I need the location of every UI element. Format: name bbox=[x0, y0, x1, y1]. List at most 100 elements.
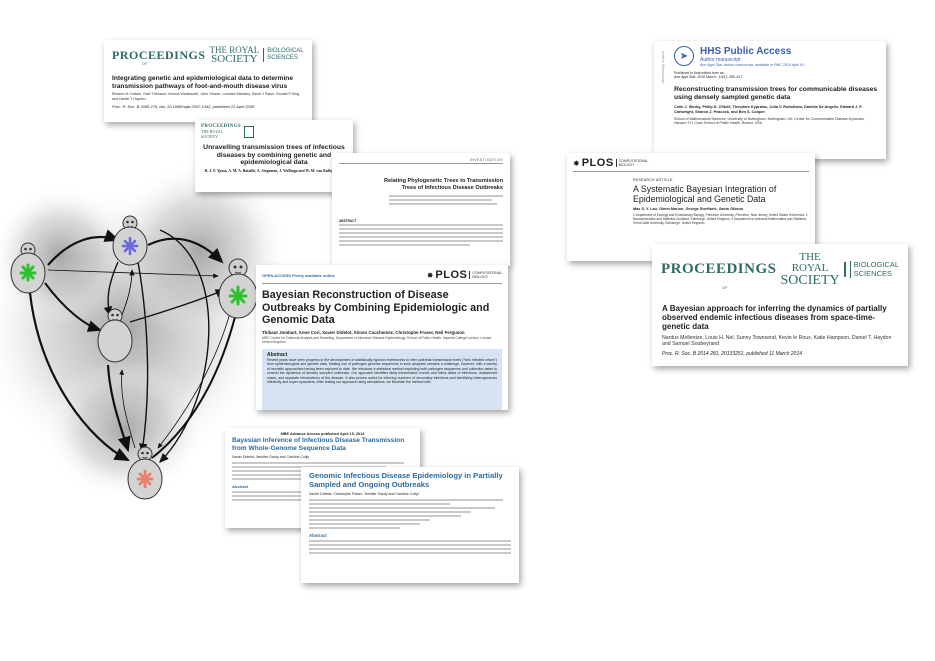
paper-title: Unravelling transmission trees of infect… bbox=[203, 144, 345, 166]
pathogen-purple-icon bbox=[121, 236, 139, 256]
plos-journal-subtitle: COMPUTATIONAL BIOLOGY bbox=[469, 271, 502, 279]
subject-line-1: BIOLOGICAL bbox=[853, 260, 900, 269]
abstract-box: Abstract Recent years have seen progress… bbox=[262, 348, 502, 410]
paper-card-ypma: PROCEEDINGS THE ROYAL SOCIETY Unravellin… bbox=[195, 120, 353, 192]
plos-sub-line-1: COMPUTATIONAL bbox=[618, 159, 649, 163]
edge-grey-right bbox=[129, 289, 226, 323]
edge-green-grey bbox=[44, 282, 102, 332]
journal-of: OF bbox=[722, 285, 728, 290]
paper-affiliation: 1 Department of Ecology and Evolutionary… bbox=[633, 213, 808, 226]
host-grey bbox=[97, 308, 133, 363]
society-logo: THE ROYAL SOCIETY bbox=[209, 45, 260, 65]
hhs-header: ➤ HHS Public Access Author manuscript An… bbox=[674, 46, 878, 67]
crest-icon bbox=[243, 126, 254, 138]
paper-title: Reconstructing transmission trees for co… bbox=[674, 86, 878, 101]
plos-header: ✸ PLOS COMPUTATIONAL BIOLOGY bbox=[573, 157, 809, 172]
paper-card-mollentze: PROCEEDINGS THE ROYAL SOCIETY BIOLOGICAL… bbox=[652, 244, 908, 366]
edge-purple-right bbox=[147, 237, 224, 264]
plos-journal-subtitle: COMPUTATIONAL BIOLOGY bbox=[615, 159, 649, 167]
society-line-1: THE ROYAL bbox=[209, 45, 260, 55]
plos-mark-icon: ✸ bbox=[426, 270, 434, 280]
plos-header: OPEN ACCESS Freely available online ✸ PL… bbox=[262, 269, 502, 281]
paper-card-lau: ✸ PLOS COMPUTATIONAL BIOLOGY RESEARCH AR… bbox=[567, 153, 815, 261]
paper-title: A Systematic Bayesian Integration of Epi… bbox=[633, 184, 777, 205]
edge-green-purple bbox=[47, 229, 121, 266]
plos-sub-line-1: COMPUTATIONAL bbox=[472, 271, 502, 275]
edge-red-right bbox=[151, 303, 242, 459]
side-label: Author Manuscript bbox=[657, 51, 667, 151]
manuscript-availability: Ann Appl Stat. Author manuscript; availa… bbox=[700, 63, 805, 67]
society-logo: THE ROYAL SOCIETY bbox=[780, 251, 840, 288]
abstract-label: ABSTRACT bbox=[339, 219, 357, 224]
abstract-label: Abstract bbox=[232, 484, 249, 490]
paper-card-cottam: PROCEEDINGS THE ROYAL SOCIETY BIOLOGICAL… bbox=[104, 40, 312, 122]
paper-affiliation: MRC Centre for Outbreak Analysis and Mod… bbox=[262, 335, 493, 344]
journal-of: OF bbox=[142, 62, 147, 66]
affiliation-lines bbox=[389, 195, 503, 206]
plos-mark-icon: ✸ bbox=[573, 158, 580, 168]
abstract-label: Abstract bbox=[309, 533, 327, 539]
paper-title: Integrating genetic and epidemiological … bbox=[112, 75, 293, 90]
society-logo: PROCEEDINGS THE ROYAL SOCIETY bbox=[201, 124, 241, 139]
abstract-text-lines bbox=[309, 540, 511, 555]
crest-icon bbox=[843, 262, 846, 277]
pathogen-green-icon bbox=[228, 285, 248, 306]
paper-citation: Proc. R. Soc. B 2014 281, 20133251, publ… bbox=[662, 351, 803, 358]
subject-label: BIOLOGICAL SCIENCES bbox=[849, 260, 900, 278]
paper-title: Bayesian Reconstruction of Disease Outbr… bbox=[262, 289, 490, 326]
abstract-text-lines bbox=[232, 491, 413, 502]
hhs-eagle-icon: ➤ bbox=[674, 46, 694, 66]
paper-affiliation: School of Mathematical Sciences, Univers… bbox=[674, 117, 866, 126]
author-manuscript-side-text: Author Manuscript bbox=[661, 51, 666, 84]
paper-authors: Xavier Didelot, Jennifer Gardy and Carol… bbox=[232, 455, 310, 460]
subject-line-1: BIOLOGICAL bbox=[267, 48, 304, 54]
paper-authors: Thibaut Jombart, Anne Cori, Xavier Didel… bbox=[262, 329, 465, 335]
edge-grey-red bbox=[106, 364, 131, 453]
paper-authors: R. J. F. Ypma, A. M. A. Bataille, A. Ste… bbox=[204, 168, 344, 173]
abstract-text-lines bbox=[339, 224, 503, 247]
paper-card-jombart: OPEN ACCESS Freely available online ✸ PL… bbox=[256, 265, 508, 410]
paper-authors: Max S. Y. Lau, Glenn Marion, George Stre… bbox=[633, 207, 744, 212]
paper-card-hall: INVESTIGATION Relating Phylogenetic Tree… bbox=[332, 153, 510, 266]
edge-green-red bbox=[28, 292, 130, 462]
journal-name: PROCEEDINGS bbox=[201, 124, 241, 129]
published-reference: Ann Appl Stat. 2016 March ; 10(1): 395–4… bbox=[674, 75, 744, 79]
society-line-1: THE ROYAL bbox=[791, 251, 829, 274]
plos-wordmark: PLOS bbox=[435, 269, 468, 281]
paper-title: Genomic Infectious Disease Epidemiology … bbox=[309, 471, 503, 489]
published-note: Published in final edited form as: bbox=[674, 71, 725, 75]
paper-authors: Nardus Mollentze, Louis H. Nel, Sunny To… bbox=[662, 334, 892, 347]
paper-title: Relating Phylogenetic Trees to Transmiss… bbox=[383, 178, 503, 191]
society-line-2: SOCIETY bbox=[201, 134, 218, 139]
host-red bbox=[127, 446, 163, 500]
paper-authors: Xavier Didelot, Christophe Fraser, Jenni… bbox=[309, 492, 419, 497]
society-line-2: SOCIETY bbox=[780, 273, 840, 288]
edge-red-grey bbox=[119, 369, 136, 449]
paper-authors: Colin J. Worby, Philip D. O'Neill, Theod… bbox=[674, 105, 863, 114]
plos-sub-line-2: BIOLOGY bbox=[618, 163, 635, 167]
journal-name: PROCEEDINGS bbox=[112, 47, 206, 62]
journal-header: MBE Advance Access published April 15, 2… bbox=[280, 432, 365, 436]
plos-wordmark: PLOS bbox=[581, 157, 614, 169]
abstract-text: Recent years have seen progress in the d… bbox=[267, 357, 497, 385]
edge-purple-red-2 bbox=[159, 229, 210, 464]
plos-sub-line-2: BIOLOGY bbox=[472, 275, 489, 279]
hhs-title: HHS Public Access bbox=[700, 46, 792, 57]
subject-line-2: SCIENCES bbox=[853, 268, 892, 278]
edge-right-red bbox=[157, 305, 233, 449]
royal-society-header: PROCEEDINGS THE ROYAL SOCIETY BIOLOGICAL… bbox=[112, 45, 304, 65]
paper-title: A Bayesian approach for inferring the dy… bbox=[662, 304, 887, 332]
plos-logo: ✸ PLOS COMPUTATIONAL BIOLOGY bbox=[427, 269, 502, 281]
edge-purple-grey bbox=[103, 261, 119, 317]
society-line-1: THE ROYAL bbox=[201, 129, 224, 134]
article-type-label: INVESTIGATION bbox=[339, 158, 503, 164]
article-kind: RESEARCH ARTICLE bbox=[633, 178, 673, 182]
host-green bbox=[10, 242, 46, 294]
royal-society-header: PROCEEDINGS THE ROYAL SOCIETY BIOLOGICAL… bbox=[661, 251, 900, 288]
paper-citation: Proc. R. Soc. B 2008 275, doi: 10.1098/r… bbox=[112, 104, 255, 109]
pathogen-red-icon bbox=[136, 469, 154, 489]
paper-card-didelot-partial: Genomic Infectious Disease Epidemiology … bbox=[301, 467, 519, 583]
pathogen-green-icon bbox=[19, 263, 37, 282]
abstract-label: Abstract bbox=[267, 351, 288, 358]
